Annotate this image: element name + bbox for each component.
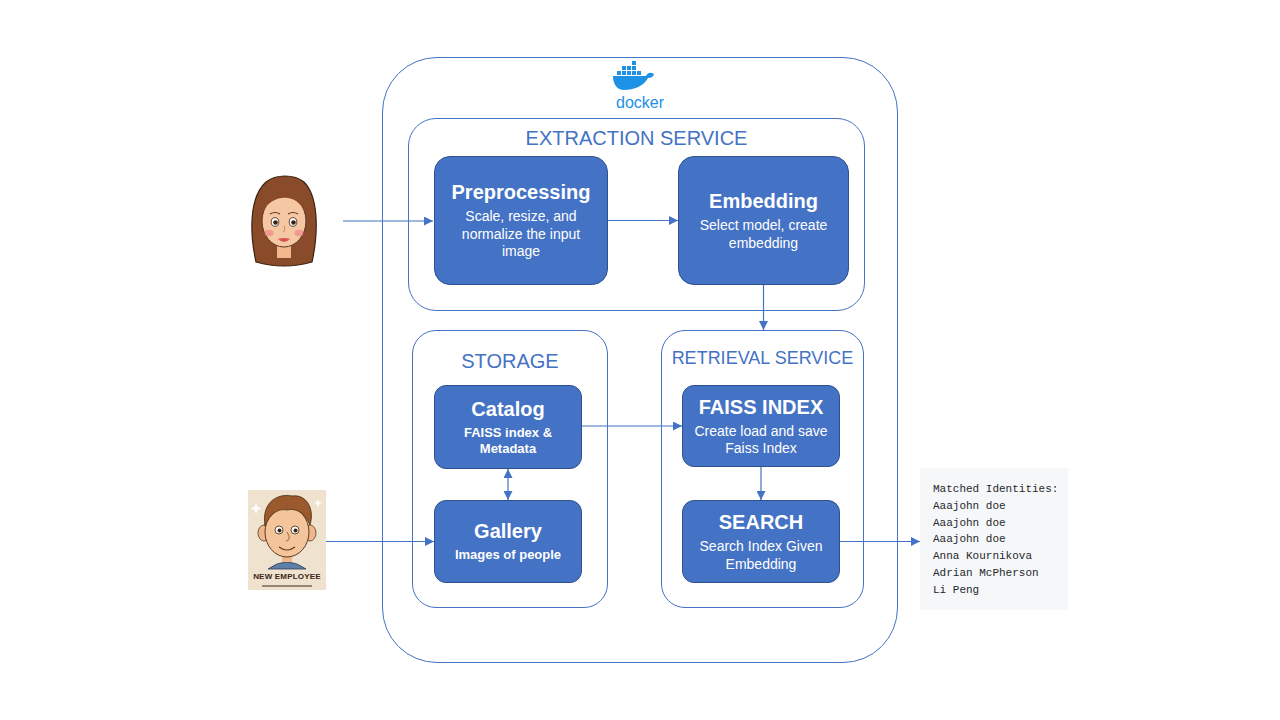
result-line: Aaajohn doe	[933, 531, 1006, 548]
nose	[283, 226, 285, 232]
box-title: Preprocessing	[452, 180, 591, 205]
process-box: SEARCH Search Index Given Embedding	[682, 500, 840, 583]
flow-arrow	[763, 285, 764, 330]
logo-block	[627, 71, 631, 75]
eye	[289, 218, 297, 227]
flow-arrow	[840, 541, 920, 542]
docker-host: dockerEXTRACTION SERVICE PreprocessingSca…	[382, 57, 898, 663]
pupil	[273, 220, 278, 225]
cheek	[295, 230, 304, 236]
flow-arrow	[326, 541, 434, 542]
box-description: Select model, create embedding	[687, 217, 840, 252]
box-title: FAISS INDEX	[699, 395, 823, 420]
box-title: Gallery	[474, 519, 542, 544]
logo-whale	[613, 73, 654, 90]
result-line: Li Peng	[933, 582, 979, 599]
nose	[286, 532, 289, 541]
result-line: Aaajohn doe	[933, 515, 1006, 532]
group-title: RETRIEVAL SERVICE	[672, 348, 854, 370]
logo-block	[627, 66, 631, 70]
underline	[262, 586, 312, 587]
box-title: Embedding	[709, 189, 818, 214]
pupil	[294, 529, 298, 533]
new-employee-illustration	[248, 490, 326, 590]
result-line: Aaajohn doe	[933, 498, 1006, 515]
service-group: RETRIEVAL SERVICE FAISS INDEX Create load …	[661, 330, 864, 608]
logo-block	[617, 71, 621, 75]
hair	[264, 495, 311, 526]
sparkle	[314, 499, 322, 507]
portrait-ground	[248, 490, 326, 590]
eye	[275, 526, 283, 534]
flow-arrow	[608, 220, 678, 221]
logo-block	[632, 66, 636, 70]
docker-logo	[613, 61, 654, 90]
logo-block	[622, 71, 626, 75]
result-line: Anna Kournikova	[933, 548, 1032, 565]
box-description: Search Index Given Embedding	[691, 538, 831, 573]
employee-portrait: NEW EMPLOYEE	[248, 490, 326, 590]
portrait-caption: NEW EMPLOYEE	[253, 572, 321, 582]
logo-block	[632, 61, 636, 65]
storage-box: CatalogFAISS index & Metadata	[434, 385, 582, 469]
eye	[271, 218, 279, 227]
box-title: Catalog	[471, 397, 544, 422]
logo-block	[622, 66, 626, 70]
logo-block	[632, 71, 636, 75]
box-description: Scale, resize, and normalize the input i…	[443, 208, 599, 261]
group-title: docker	[616, 93, 664, 112]
process-box: PreprocessingScale, resize, and normaliz…	[434, 156, 608, 285]
flow-arrow	[760, 467, 761, 500]
eyebrow	[270, 213, 280, 215]
pupil	[278, 529, 282, 533]
group-title: EXTRACTION SERVICE	[526, 126, 748, 150]
pupil	[291, 220, 296, 225]
flow-arrow	[582, 425, 682, 426]
process-box: EmbeddingSelect model, create embedding	[678, 156, 849, 285]
group-title: STORAGE	[461, 349, 558, 373]
logo-block	[637, 71, 641, 75]
smile	[279, 547, 295, 550]
result-line: Adrian McPherson	[933, 565, 1039, 582]
box-description: FAISS index & Metadata	[443, 425, 573, 458]
eye	[291, 526, 299, 534]
box-description: Create load and save Faiss Index	[691, 423, 831, 458]
cheek	[265, 230, 274, 236]
box-title: SEARCH	[719, 510, 803, 535]
input-arrow	[343, 220, 433, 221]
process-box: FAISS INDEX Create load and save Faiss In…	[682, 385, 840, 467]
lips	[278, 238, 290, 242]
shirt	[268, 562, 306, 569]
box-description: Images of people	[455, 547, 561, 563]
eyebrow	[288, 213, 298, 215]
storage-box: GalleryImages of people	[434, 500, 582, 583]
sparkle	[251, 503, 262, 514]
bangs	[262, 184, 307, 215]
result-line: Matched Identities:	[933, 481, 1058, 498]
storage-group: STORAGE CatalogFAISS index & MetadataGall…	[412, 330, 608, 608]
service-group: EXTRACTION SERVICE PreprocessingScale, re…	[408, 118, 865, 311]
woman-illustration	[252, 176, 316, 266]
result-panel: Matched Identities:Aaajohn doeAaajohn do…	[920, 468, 1068, 610]
hair	[252, 176, 316, 266]
flow-arrow	[507, 469, 508, 500]
